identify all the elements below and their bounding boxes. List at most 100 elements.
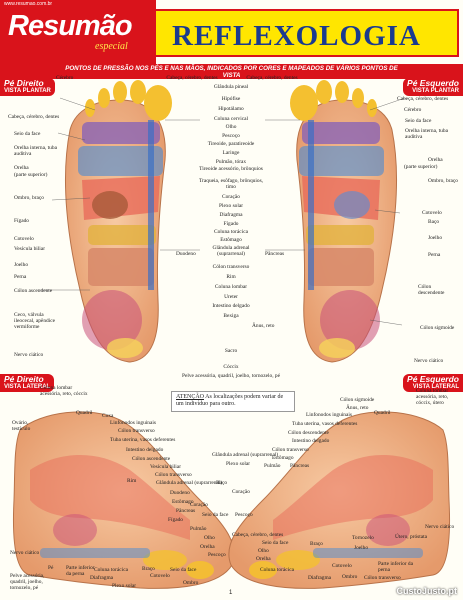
label: Orelha interna, tuba auditiva bbox=[14, 145, 57, 157]
label: Coluna lombar acessória, reto, cóccix bbox=[40, 385, 88, 397]
label: Nervo ciático bbox=[414, 358, 444, 364]
leader-lines bbox=[40, 97, 406, 326]
label: Parte inferior da perna bbox=[378, 561, 414, 573]
label: Ânus, reto bbox=[346, 405, 369, 411]
label: Coração bbox=[190, 502, 208, 508]
label: Hipotálamo bbox=[218, 106, 244, 112]
watermark: CustoJusto.pt bbox=[396, 586, 458, 596]
label: Orelha interna, tuba auditiva bbox=[405, 128, 448, 140]
label: Coluna lombar acessória, reto, cóccix, ú… bbox=[416, 388, 449, 406]
label: Plexo solar bbox=[226, 461, 251, 467]
label: Cabeça, cérebro, dentes bbox=[232, 532, 284, 538]
label: Tornozelo bbox=[352, 535, 374, 541]
right-foot-plantar bbox=[64, 80, 172, 363]
label: Duodeno bbox=[176, 251, 196, 257]
label: Pulmão, tórax bbox=[215, 159, 247, 165]
label: Linfonodos inguinais bbox=[306, 412, 352, 418]
label: Cólon transverso bbox=[364, 575, 401, 581]
label: Cólon transverso bbox=[118, 428, 155, 434]
title-box: REFLEXOLOGIA bbox=[156, 9, 459, 57]
left-foot-plantar bbox=[290, 80, 398, 363]
label: Olho bbox=[225, 124, 237, 130]
label: Intestino delgado bbox=[126, 447, 164, 453]
label: Vesícula biliar bbox=[14, 246, 45, 252]
label: Laringe bbox=[222, 150, 240, 156]
attention-text: As localizações podem variar de um indiv… bbox=[176, 394, 284, 407]
label: Tuba uterina, vasos deferentes bbox=[292, 421, 358, 427]
label: Pulmão bbox=[264, 463, 281, 469]
label: Cólon sigmoide bbox=[420, 325, 455, 331]
label: Cérebro bbox=[56, 75, 74, 81]
label: Ombro, braço bbox=[14, 195, 44, 201]
label: Estômago bbox=[272, 455, 294, 461]
label: Orelha bbox=[256, 556, 271, 562]
label: Baço bbox=[216, 480, 228, 486]
label: Seio da face bbox=[262, 540, 289, 546]
label: Vesícula biliar bbox=[150, 464, 181, 470]
label: Fígado bbox=[223, 221, 239, 227]
label: Baço bbox=[428, 219, 440, 225]
label: Traqueia, esôfago, brônquios, timo bbox=[198, 178, 264, 190]
label: Joelho bbox=[428, 235, 443, 241]
brand-url: www.resumao.com.br bbox=[4, 1, 53, 7]
label: Pé bbox=[48, 565, 54, 571]
label: Glândula adrenal (suprarrenal) bbox=[212, 245, 250, 257]
label: Seio da face bbox=[405, 118, 432, 124]
label: Pâncreas bbox=[290, 463, 310, 469]
label: Ombro, braço bbox=[428, 178, 458, 184]
label: Coluna lombar bbox=[214, 284, 248, 290]
label: Glândula adrenal (suprarrenal) bbox=[156, 480, 223, 486]
label: Ombro bbox=[342, 574, 358, 580]
label: Quadril bbox=[374, 410, 391, 416]
label: Duodeno bbox=[170, 490, 190, 496]
label: Diafragma bbox=[219, 212, 243, 218]
label: Rim bbox=[127, 478, 137, 484]
label: Cólon transverso bbox=[155, 472, 192, 478]
label: Braço bbox=[310, 541, 323, 547]
label: Cólon sigmoide bbox=[340, 397, 375, 403]
label: Fígado bbox=[14, 218, 29, 224]
brand-logo: Resumão bbox=[8, 10, 133, 42]
label: Ceco, válvula ileocecal, apêndice vermif… bbox=[14, 312, 56, 330]
label: Parte inferior da perna bbox=[66, 565, 95, 577]
brand-sub: especial bbox=[95, 41, 128, 52]
page-title: REFLEXOLOGIA bbox=[172, 20, 421, 52]
label: Cólon ascendente bbox=[132, 456, 171, 462]
label: Diafragma bbox=[308, 575, 332, 581]
label: Coluna torácica bbox=[94, 567, 128, 573]
label: Glândula adrenal (suprarrenal) bbox=[212, 452, 279, 458]
label: Coração bbox=[222, 194, 240, 200]
label: Ombro bbox=[183, 580, 199, 586]
label: Estômago bbox=[172, 499, 194, 505]
label: Braço bbox=[142, 566, 155, 572]
label: Quadril bbox=[76, 410, 93, 416]
label: Coluna cervical bbox=[214, 116, 248, 122]
label: Cólon transverso bbox=[272, 447, 309, 453]
attention-note: ATENÇÃO As localizações podem variar de … bbox=[171, 391, 295, 412]
label: Cabeça, cérebro, dentes bbox=[397, 96, 449, 102]
label: Olho bbox=[204, 535, 215, 541]
label: Linfonodos inguinais bbox=[110, 420, 156, 426]
label: Tireoide acessório, brônquios bbox=[199, 166, 263, 172]
label: Cóccix bbox=[223, 364, 239, 370]
label: Plexo solar bbox=[218, 203, 244, 209]
right-foot-lateral bbox=[12, 411, 235, 589]
label: Rim bbox=[226, 274, 236, 280]
label: Seio da face bbox=[14, 131, 41, 137]
label: Cólon transverso bbox=[212, 264, 250, 270]
label: Plexo solar bbox=[112, 583, 137, 589]
label: Fígado bbox=[168, 517, 183, 523]
label: Pescoço bbox=[208, 552, 226, 558]
label: Perna bbox=[428, 252, 441, 258]
label: Sacro bbox=[224, 348, 238, 354]
label: Pâncreas bbox=[176, 508, 196, 514]
label: Joelho bbox=[354, 545, 369, 551]
label: Cérebro bbox=[404, 107, 422, 113]
label: Orelha bbox=[428, 157, 443, 163]
label: Nervo ciático bbox=[14, 352, 44, 358]
page-number: 1 bbox=[229, 590, 233, 596]
